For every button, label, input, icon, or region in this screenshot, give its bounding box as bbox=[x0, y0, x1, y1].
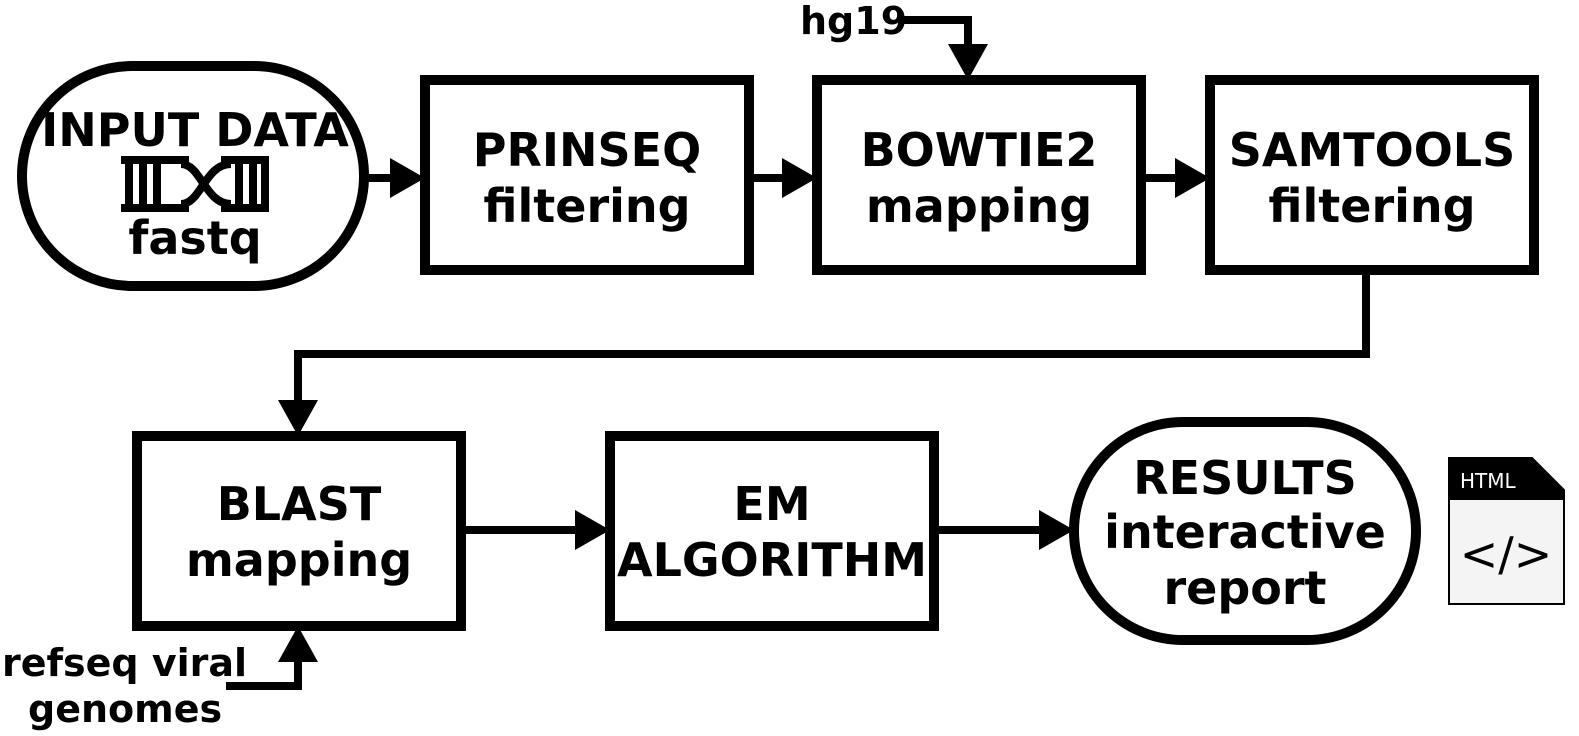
edge-hg19-to-bowtie2 bbox=[898, 16, 988, 80]
edge-refseq-to-blast bbox=[226, 626, 318, 690]
node-input-data: INPUT DATA fastq bbox=[17, 61, 369, 291]
edge-em-to-results bbox=[934, 510, 1074, 550]
refseq-label-line2: genomes bbox=[28, 687, 222, 731]
node-results: RESULTS interactive report bbox=[1069, 417, 1421, 645]
node-results-label: RESULTS bbox=[1133, 451, 1357, 505]
node-input-sublabel: fastq bbox=[128, 211, 261, 265]
node-prinseq-sublabel: filtering bbox=[483, 179, 690, 233]
node-em-label: EM bbox=[733, 477, 810, 531]
node-prinseq: PRINSEQ filtering bbox=[420, 75, 754, 275]
html-file-icon: HTML </> bbox=[1448, 457, 1565, 605]
node-bowtie2-sublabel: mapping bbox=[866, 179, 1092, 233]
node-samtools: SAMTOOLS filtering bbox=[1205, 75, 1539, 275]
edge-blast-to-em bbox=[461, 510, 610, 550]
node-samtools-label: SAMTOOLS bbox=[1229, 123, 1516, 177]
node-blast-sublabel: mapping bbox=[186, 533, 412, 587]
node-bowtie2: BOWTIE2 mapping bbox=[812, 75, 1146, 275]
node-em-algorithm: EM ALGORITHM bbox=[605, 431, 939, 631]
node-input-label: INPUT DATA bbox=[41, 103, 349, 157]
hg19-label: hg19 bbox=[800, 0, 907, 43]
node-em-sublabel: ALGORITHM bbox=[617, 533, 927, 587]
node-results-sublabel-2: report bbox=[1163, 561, 1326, 615]
edge-input-to-prinseq bbox=[364, 158, 425, 198]
html-icon-code: </> bbox=[1460, 527, 1553, 581]
node-blast-label: BLAST bbox=[217, 477, 382, 531]
edge-prinseq-to-bowtie2 bbox=[749, 158, 817, 198]
node-results-sublabel-1: interactive bbox=[1104, 505, 1386, 559]
edge-bowtie2-to-samtools bbox=[1141, 158, 1210, 198]
node-samtools-sublabel: filtering bbox=[1268, 179, 1475, 233]
node-bowtie2-label: BOWTIE2 bbox=[861, 123, 1098, 177]
html-icon-tag: HTML bbox=[1460, 469, 1517, 493]
node-blast: BLAST mapping bbox=[132, 431, 466, 631]
refseq-label-line1: refseq viral bbox=[2, 641, 247, 685]
node-prinseq-label: PRINSEQ bbox=[473, 123, 701, 177]
edge-samtools-to-blast bbox=[278, 270, 1370, 436]
dna-icon bbox=[121, 156, 269, 212]
